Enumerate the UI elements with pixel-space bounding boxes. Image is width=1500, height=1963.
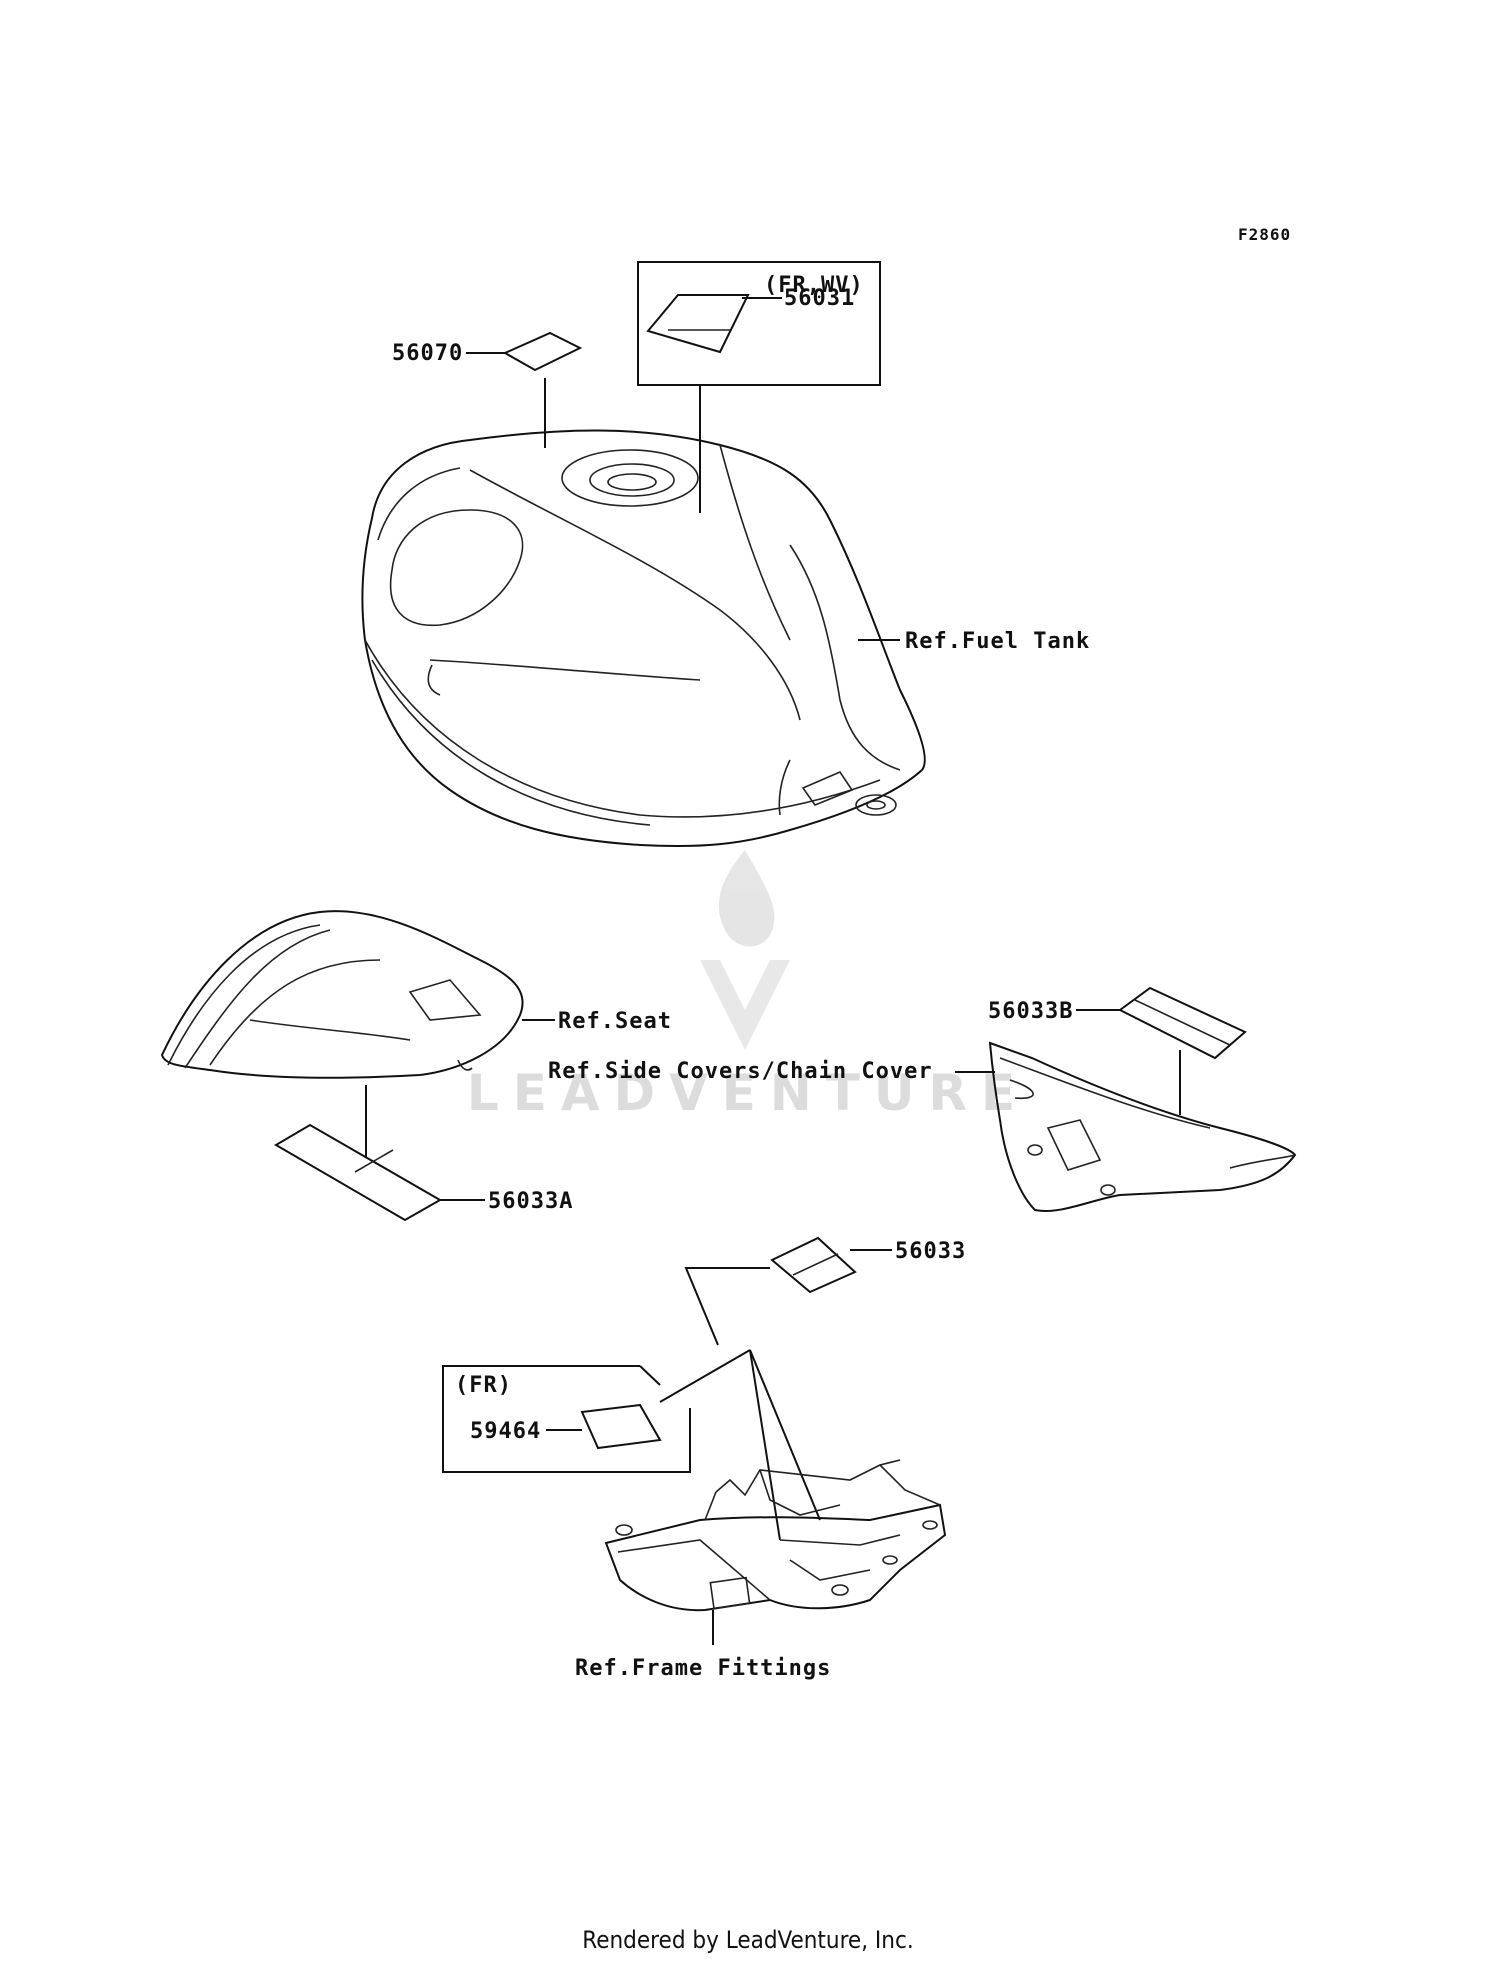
label-56033B-group: 56033B — [988, 986, 1247, 1115]
fuel-tank-drawing — [361, 429, 926, 848]
part-59464[interactable]: 59464 — [470, 1419, 541, 1444]
variant-box-fr: (FR) 59464 — [442, 1349, 751, 1473]
part-56070[interactable]: 56070 — [392, 341, 463, 366]
frame-fittings-drawing — [604, 1349, 947, 1612]
filler-cap-outer — [561, 449, 699, 507]
ref-fuel-tank[interactable]: Ref.Fuel Tank — [905, 629, 1090, 654]
variant-fr-wv: (FR,WV) — [764, 273, 864, 298]
decal-56070 — [502, 331, 583, 372]
variant-fr: (FR) — [455, 1373, 512, 1398]
decal-56033A — [274, 1123, 443, 1222]
watermark-text: LEADVENTURE — [467, 1064, 1029, 1122]
part-56033[interactable]: 56033 — [895, 1239, 966, 1264]
watermark-v-icon — [700, 960, 790, 1050]
decal-59464 — [580, 1403, 662, 1450]
variant-box-fr-wv: (FR,WV) 56031 — [637, 261, 881, 513]
seat-drawing — [160, 910, 524, 1079]
label-56033-group: 56033 — [684, 1236, 966, 1346]
side-cover-drawing — [988, 1041, 1297, 1212]
ref-side-covers[interactable]: Ref.Side Covers/Chain Cover — [548, 1059, 933, 1084]
label-56070-group: 56070 — [392, 331, 583, 448]
ref-frame-fittings[interactable]: Ref.Frame Fittings — [575, 1656, 831, 1681]
ref-seat[interactable]: Ref.Seat — [558, 1009, 672, 1034]
leadventure-watermark: LEADVENTURE — [467, 850, 1029, 1122]
figure-code: F2860 — [1238, 225, 1291, 244]
watermark-flame-icon — [718, 850, 775, 947]
label-56033A-group: 56033A — [274, 1085, 573, 1222]
footer-credit: Rendered by LeadVenture, Inc. — [582, 1926, 913, 1954]
part-56033B[interactable]: 56033B — [988, 999, 1073, 1024]
part-56033A[interactable]: 56033A — [488, 1189, 573, 1214]
part-56031[interactable]: 56031 — [784, 286, 855, 311]
filler-cap-inner — [589, 463, 675, 497]
decal-56031 — [646, 294, 750, 354]
